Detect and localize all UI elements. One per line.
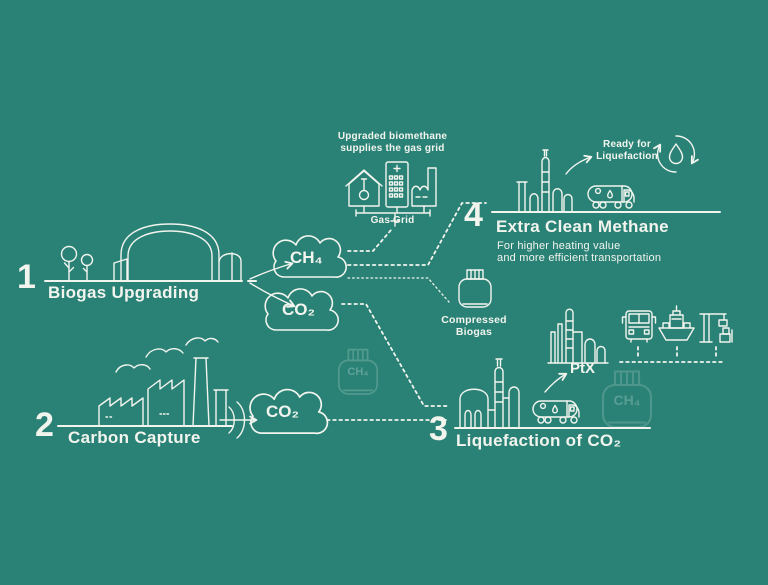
dotted-line-ch4-to-stage4: [347, 202, 487, 266]
stage1-number: 1: [17, 258, 36, 296]
ptx-refinery-icon: [547, 308, 609, 364]
recycle-droplet-icon: [653, 135, 699, 173]
co2-upgrading-cloud-label: CO₂: [282, 300, 316, 319]
dotted-line-ch4-to-compressed-biogas: [347, 277, 450, 303]
liquefaction-plant-illustration: [459, 358, 520, 429]
ptx-label: PtX: [570, 360, 596, 377]
stage4-number: 4: [464, 196, 483, 234]
tanker-truck-icon-stage3: [532, 400, 580, 424]
stage1-split-arrows: [249, 260, 296, 308]
stage4-label: Extra Clean Methane: [496, 217, 669, 236]
stage2-number: 2: [35, 406, 54, 444]
tanker-truck-icon-stage4: [587, 185, 635, 209]
stage4-subtitle-line1: For higher heating value: [497, 240, 621, 252]
gas-grid-caption-line1: Upgraded biomethane: [337, 131, 448, 142]
stage3-number: 3: [429, 410, 448, 448]
compressed-biogas-cylinder-icon: [458, 269, 492, 308]
dotted-line-ch4-to-gas-grid: [347, 229, 392, 252]
ready-for-label-line2: Liquefaction: [596, 151, 658, 162]
arrow-to-liquefaction: [565, 154, 593, 175]
stage1-label: Biogas Upgrading: [48, 283, 200, 302]
ch4-cloud-label: CH₄: [290, 248, 323, 267]
gas-grid-label: Gas Grid: [370, 215, 415, 226]
stage4-subtitle-line2: and more efficient transportation: [497, 252, 662, 264]
stage3-label: Liquefaction of CO₂: [456, 431, 622, 450]
dotted-line-co2-to-stage3: [341, 303, 449, 407]
ship-icon: [658, 305, 695, 341]
compressed-biogas-label-line1: Compressed: [441, 314, 507, 326]
ch4-watermark-left-label: CH₄: [347, 366, 369, 378]
gas-grid-caption-line2: supplies the gas grid: [340, 143, 445, 154]
port-crane-icon: [699, 313, 733, 343]
gas-grid-house-icon: [345, 169, 383, 207]
compressed-biogas-label-line2: Biogas: [455, 326, 493, 338]
arrow-to-ptx: [544, 372, 568, 393]
transport-dotted-connector: [619, 346, 723, 363]
gas-grid-pipes: [355, 205, 431, 227]
gas-grid-building-icon: [385, 161, 409, 208]
factory-illustration: [98, 337, 229, 427]
gas-grid-factory-icon: [411, 167, 437, 207]
biogas-plant-illustration: [60, 223, 242, 282]
stage2-label: Carbon Capture: [68, 428, 201, 447]
co2-capture-cloud-label: CO₂: [266, 402, 300, 421]
truck-icon: [621, 310, 657, 343]
ready-for-label-line1: Ready for: [603, 139, 651, 150]
ch4-watermark-right-label: CH₄: [613, 392, 641, 408]
methane-plant-illustration: [516, 149, 573, 213]
